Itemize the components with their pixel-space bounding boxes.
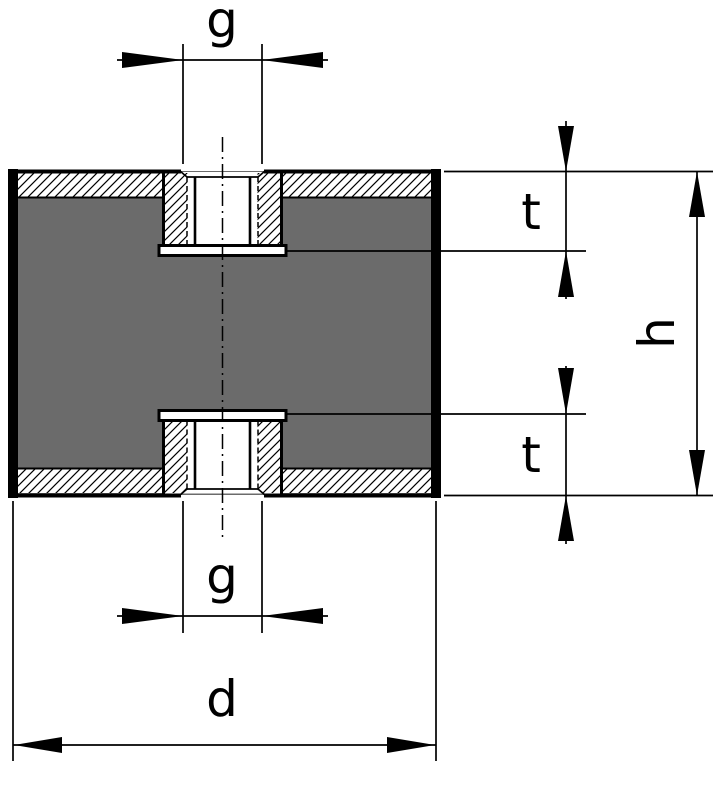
g-bottom-label: g (206, 547, 238, 605)
bottom-thread-major-diameter-lines (186, 420, 259, 489)
g-top-extension-lines (182, 44, 263, 164)
top-pocket-outline (162, 172, 283, 249)
bottom-thread-hole-lines (193, 420, 252, 489)
bottom-thread-chamfer (179, 488, 266, 496)
top-thread-major-diameter-lines (186, 177, 259, 246)
h-arrow-bottom (689, 450, 705, 496)
d-arrow-right (387, 737, 435, 753)
body-right-edge (431, 169, 441, 498)
top-thread-chamfer (179, 170, 266, 178)
right-extension-lines (287, 170, 713, 497)
body-outline (8, 169, 441, 498)
g-top-arrow-left (122, 52, 183, 68)
d-label: d (206, 670, 238, 728)
top-pocket-wall-right-hatch (257, 173, 282, 246)
dimension-t-bottom: t (521, 366, 574, 544)
bottom-pocket-outline (162, 417, 283, 494)
g-top-arrow-right (262, 52, 323, 68)
g-bottom-extension-lines (182, 501, 263, 633)
body-left-edge (8, 169, 18, 498)
t-bottom-label: t (521, 426, 541, 484)
t-top-arrow-up (558, 251, 574, 297)
h-arrow-top (689, 171, 705, 217)
t-bottom-arrow-down (558, 368, 574, 414)
bottom-pocket-wall-right-hatch (257, 420, 282, 493)
dimension-t-top: t (521, 121, 574, 299)
dimension-d: d (12, 501, 437, 761)
top-pocket-wall-left-hatch (163, 173, 188, 246)
top-thread-insert (157, 170, 288, 257)
g-top-label: g (206, 0, 238, 49)
bottom-pocket-wall-left-hatch (163, 420, 188, 493)
dimension-g-top: g (117, 0, 328, 164)
d-arrow-left (14, 737, 62, 753)
g-bottom-arrow-right (262, 608, 323, 624)
t-top-label: t (521, 183, 541, 241)
dimension-g-bottom: g (117, 501, 328, 633)
h-label: h (628, 317, 686, 349)
g-bottom-arrow-left (122, 608, 183, 624)
t-bottom-arrow-up (558, 495, 574, 541)
d-extension-lines (12, 501, 437, 761)
t-top-arrow-down (558, 126, 574, 172)
dimension-h: h (628, 171, 705, 496)
top-thread-hole-lines (193, 177, 252, 246)
